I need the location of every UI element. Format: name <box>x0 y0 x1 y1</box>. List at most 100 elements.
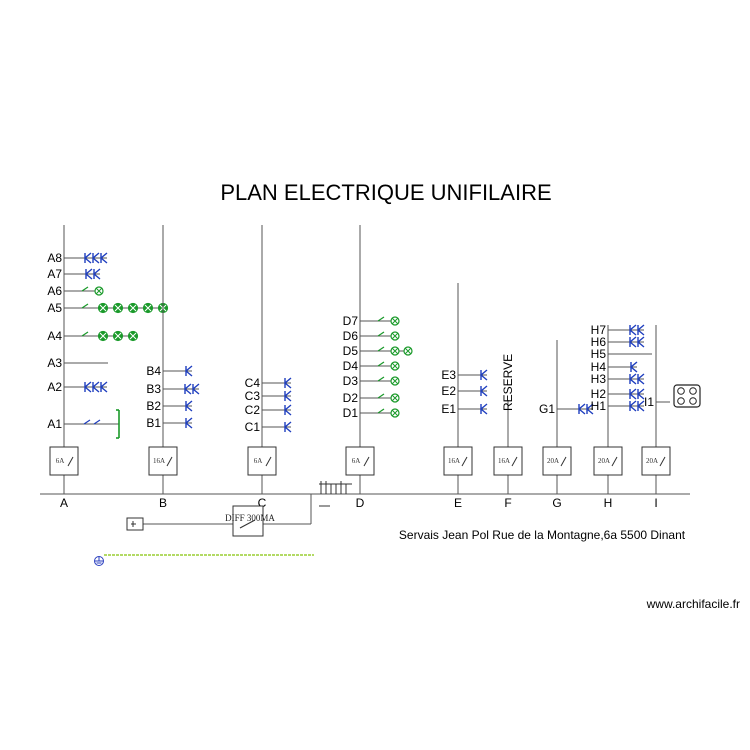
breaker-switch <box>363 456 370 467</box>
branch-c3: C3 <box>245 389 292 403</box>
bus-label: H <box>604 496 613 510</box>
branch-c4: C4 <box>245 376 292 390</box>
breaker-box <box>443 446 473 476</box>
socket-icon <box>629 324 637 336</box>
bus-label: I <box>654 496 657 510</box>
socket-icon <box>84 381 92 393</box>
light-cross <box>391 332 399 340</box>
bus-label: F <box>504 496 511 510</box>
socket-icon <box>100 381 108 393</box>
breaker-switch <box>511 456 518 467</box>
branch-b4: B4 <box>146 364 193 378</box>
breaker-switch <box>560 456 567 467</box>
branch-label: A3 <box>47 356 62 370</box>
branch-label: B3 <box>146 382 161 396</box>
branch-a8: A8 <box>47 251 108 265</box>
branch-label: B1 <box>146 416 161 430</box>
light-cross <box>391 317 399 325</box>
burner-icon <box>689 397 697 405</box>
branch-b3: B3 <box>146 382 200 396</box>
breaker-switch <box>265 456 272 467</box>
branch-h2: H2 <box>591 387 645 401</box>
socket-icon <box>480 385 488 397</box>
branch-a7: A7 <box>47 267 101 281</box>
socket-icon <box>185 417 193 429</box>
diff-breaker-box <box>232 505 264 537</box>
breaker-box <box>49 446 79 476</box>
terminal-block-icon <box>320 481 347 494</box>
light-cross <box>391 377 399 385</box>
socket-icon <box>629 388 637 400</box>
breaker-box <box>641 446 671 476</box>
bus-label: B <box>159 496 167 510</box>
breaker-rating: 6A <box>254 457 263 465</box>
breaker-switch <box>461 456 468 467</box>
burner-icon <box>677 387 685 395</box>
branch-label: D6 <box>343 329 359 343</box>
branch-label: A6 <box>47 284 62 298</box>
switch-icon <box>377 361 385 367</box>
breaker-rating: 20A <box>646 457 658 465</box>
socket-icon <box>284 377 292 389</box>
branch-label: C3 <box>245 389 261 403</box>
branch-label: C1 <box>245 420 261 434</box>
light-cross <box>144 304 152 312</box>
branch-e1: E1 <box>441 402 488 416</box>
branch-label: G1 <box>539 402 555 416</box>
socket-icon <box>578 403 586 415</box>
circuit-i: 20A I I1 <box>641 325 701 510</box>
branch-d6: D6 <box>343 329 400 343</box>
branch-label: D1 <box>343 406 359 420</box>
light-cross <box>391 394 399 402</box>
switch-icon <box>377 376 385 382</box>
branch-label: H5 <box>591 347 607 361</box>
cooktop-icon <box>673 384 701 408</box>
bus-label: G <box>552 496 561 510</box>
branch-label: A5 <box>47 301 62 315</box>
branch-label: B2 <box>146 399 161 413</box>
branch-b2: B2 <box>146 399 193 413</box>
switch-icon <box>377 331 385 337</box>
socket-icon <box>637 388 645 400</box>
bus-label: E <box>454 496 462 510</box>
socket-icon <box>100 252 108 264</box>
breaker-box <box>345 446 375 476</box>
branch-h3: H3 <box>591 372 645 386</box>
branch-d4: D4 <box>343 359 400 373</box>
branch-label: A8 <box>47 251 62 265</box>
branch-label: H7 <box>591 323 607 337</box>
socket-icon <box>84 252 92 264</box>
breaker-box <box>542 446 572 476</box>
branch-label: E1 <box>441 402 456 416</box>
socket-icon <box>629 400 637 412</box>
light-cross <box>99 332 107 340</box>
light-cross <box>95 287 103 295</box>
breaker-box <box>148 446 178 476</box>
branch-b1: B1 <box>146 416 193 430</box>
branch-a3: A3 <box>47 356 108 370</box>
socket-icon <box>637 336 645 348</box>
breaker-box <box>247 446 277 476</box>
breaker-switch <box>166 456 173 467</box>
switch-icon <box>83 419 91 425</box>
light-cross <box>404 347 412 355</box>
branch-label: H6 <box>591 335 607 349</box>
branch-label: H3 <box>591 372 607 386</box>
light-cross <box>114 332 122 340</box>
differential-block <box>126 481 352 537</box>
branch-label: B4 <box>146 364 161 378</box>
switch-icon <box>81 331 89 337</box>
switch-icon <box>81 303 89 309</box>
breaker-switch <box>611 456 618 467</box>
branch-label: I1 <box>644 395 654 409</box>
branch-a4: A4 <box>47 329 139 343</box>
switch-icon <box>377 393 385 399</box>
bus-label: D <box>356 496 365 510</box>
